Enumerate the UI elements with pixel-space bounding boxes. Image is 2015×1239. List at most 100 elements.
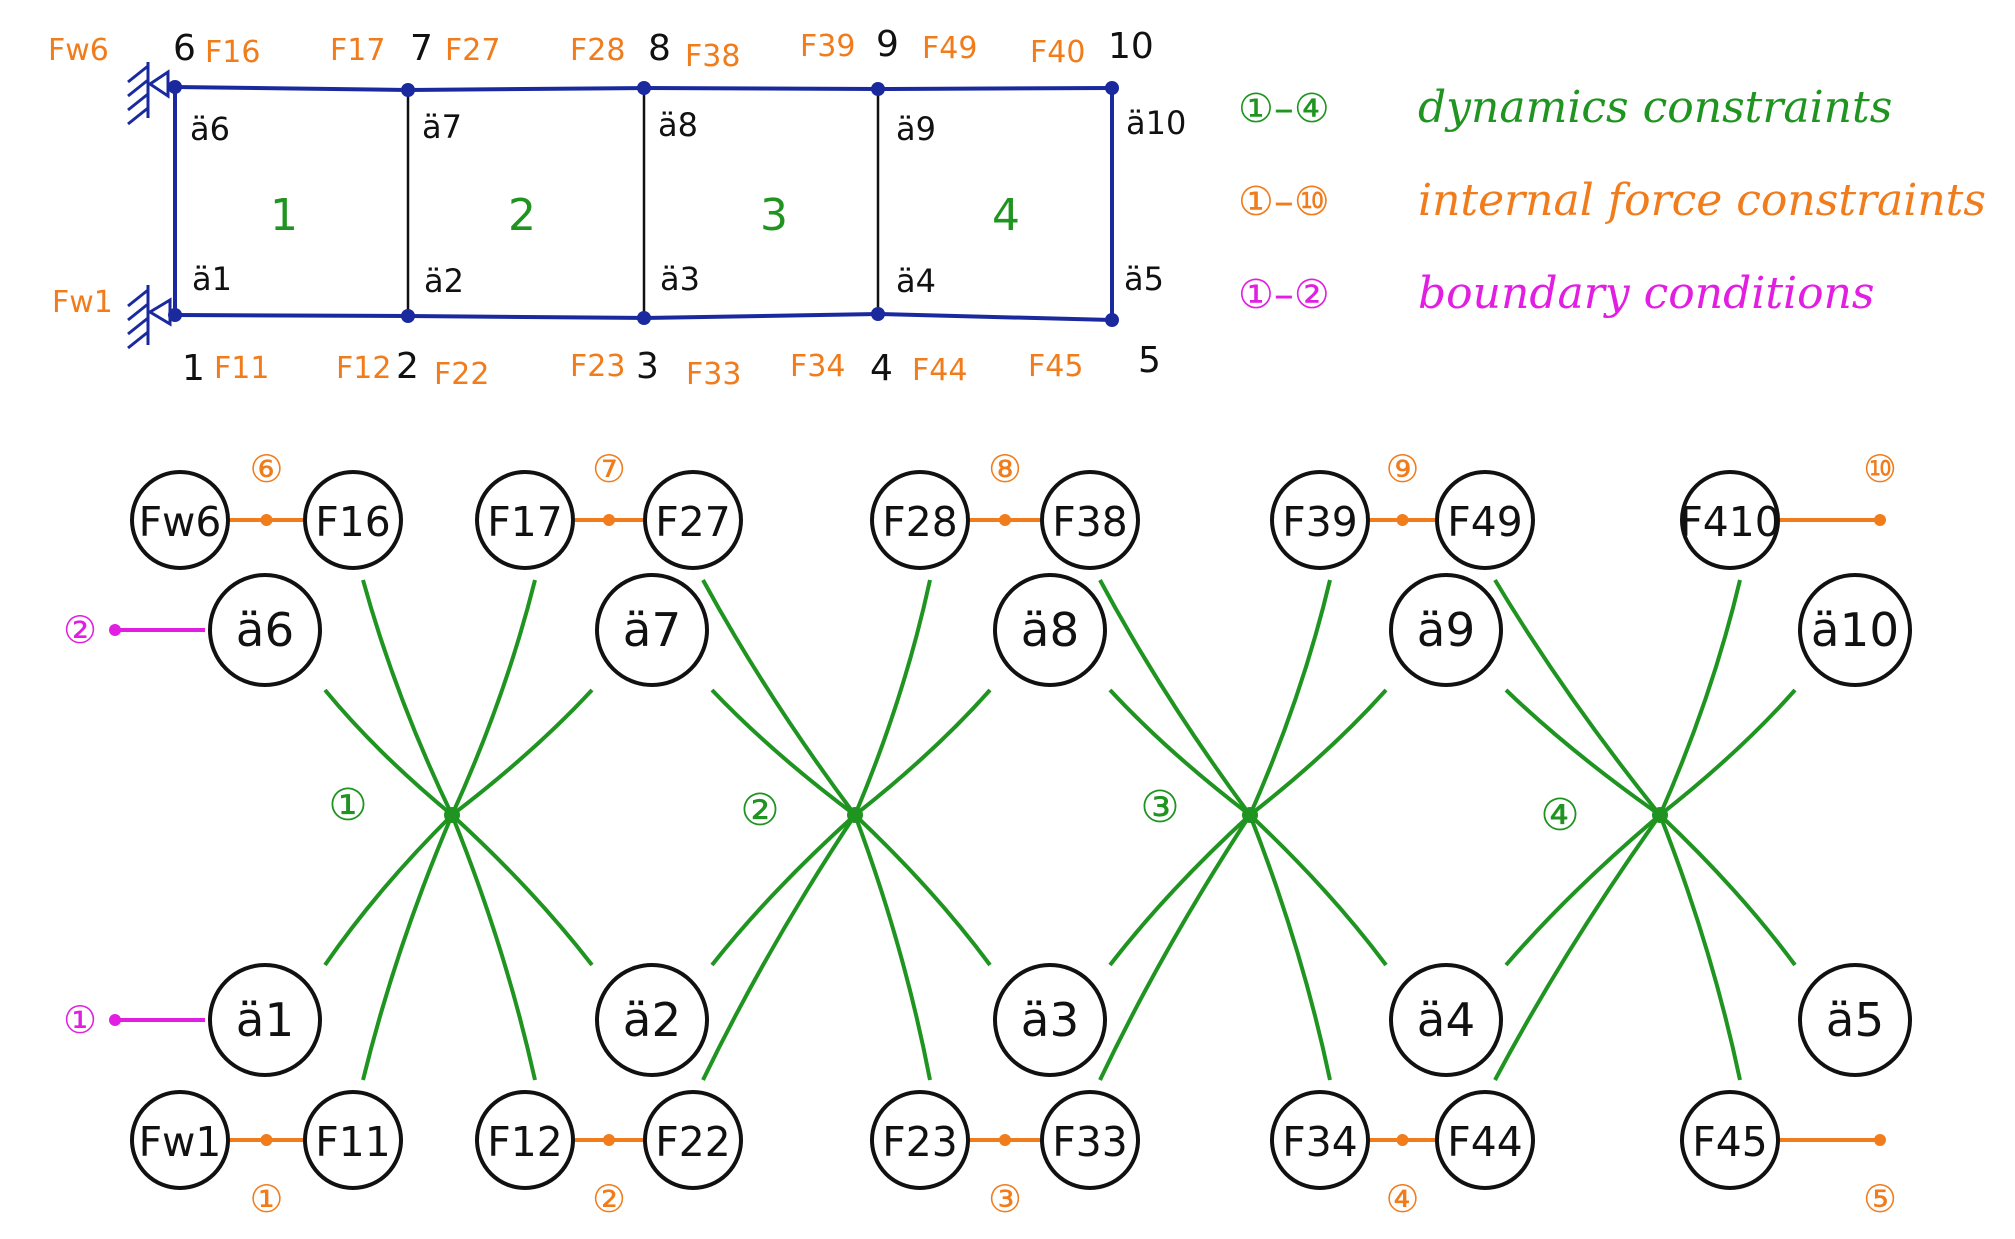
dynamics-edge <box>323 813 454 967</box>
force-variable-node: F34 <box>1270 1090 1370 1190</box>
legend-text: internal force constraints <box>1418 175 1986 226</box>
force-label: F11 <box>214 351 269 386</box>
variable-label: ä1 <box>236 994 294 1048</box>
boundary-condition-label: ② <box>63 608 97 652</box>
boundary-factor-node <box>109 1014 121 1026</box>
force-label: F33 <box>686 357 741 392</box>
dynamics-edge <box>450 579 537 816</box>
dynamics-constraint-label: ④ <box>1540 790 1579 841</box>
accel-variable-node: ä8 <box>993 573 1107 687</box>
dynamics-edge <box>361 579 454 816</box>
variable-label: F38 <box>1052 498 1127 546</box>
legend: ①–④ dynamics constraints ①–⑩ internal fo… <box>1238 82 1986 319</box>
variable-label: ä5 <box>1826 994 1884 1048</box>
dynamics-factor-node <box>1652 807 1668 823</box>
accel-label: ä5 <box>1124 260 1164 298</box>
accel-labels: ä6 ä7 ä8 ä9 ä10 ä1 ä2 ä3 ä4 ä5 <box>190 104 1186 300</box>
force-variable-node: F33 <box>1040 1090 1140 1190</box>
force-label: F28 <box>570 33 625 68</box>
dynamics-edge <box>710 813 857 967</box>
dynamics-edge <box>1248 814 1332 1081</box>
force-factor-node <box>1396 1134 1409 1146</box>
dynamics-factor-node <box>1242 807 1258 823</box>
top-force-labels: Fw6 F16 F17 F27 F28 F38 F39 F49 F40 <box>48 29 1085 74</box>
force-label: F27 <box>445 33 500 68</box>
force-variable-node: F39 <box>1270 470 1370 570</box>
internal-force-constraint-label: ⑥ <box>249 447 283 491</box>
force-variable-node: F38 <box>1040 470 1140 570</box>
variable-label: F28 <box>882 498 957 546</box>
node-number: 9 <box>876 24 899 65</box>
internal-force-constraint-label: ⑨ <box>1385 447 1419 491</box>
dynamics-edge <box>853 688 992 817</box>
internal-force-constraint-label: ③ <box>988 1177 1022 1221</box>
force-factor-node <box>999 514 1011 526</box>
variable-label: ä4 <box>1417 994 1475 1048</box>
cell-label: 1 <box>270 190 298 241</box>
force-label: F39 <box>800 29 855 64</box>
dynamics-edge <box>450 813 594 967</box>
force-variable-node: F28 <box>870 470 970 570</box>
node-number: 7 <box>410 28 433 69</box>
dynamics-edge <box>853 579 932 816</box>
force-variable-node: F45 <box>1680 1090 1780 1190</box>
variable-label: F27 <box>655 498 730 546</box>
legend-text: boundary conditions <box>1418 268 1874 319</box>
legend-dynamics: ①–④ dynamics constraints <box>1238 82 1892 133</box>
force-factor-node <box>603 514 615 526</box>
dynamics-edge <box>1658 814 1742 1081</box>
dynamics-edge <box>853 814 932 1081</box>
dynamics-edge <box>361 814 454 1081</box>
graph-edges <box>109 514 1886 1146</box>
dynamics-edge <box>450 814 537 1081</box>
variable-label: F22 <box>655 1118 730 1166</box>
force-label: F40 <box>1030 35 1085 70</box>
force-variable-node: F44 <box>1435 1090 1535 1190</box>
dynamics-edge <box>701 813 857 1081</box>
force-label: F45 <box>1028 349 1083 384</box>
internal-force-constraint-label: ⑦ <box>592 447 626 491</box>
internal-force-constraint-label: ⑩ <box>1863 447 1897 491</box>
dynamics-edge <box>1248 813 1388 967</box>
legend-key: ①–④ <box>1238 86 1330 132</box>
variable-label: Fw1 <box>139 1118 222 1166</box>
force-variable-node: Fw6 <box>130 470 230 570</box>
force-label: F34 <box>790 349 845 384</box>
variable-label: ä7 <box>623 604 681 658</box>
dynamics-factor-node <box>444 807 460 823</box>
frame-structure: 1 2 3 4 6 7 8 9 10 1 2 3 4 5 ä6 ä7 ä8 ä9… <box>48 24 1186 392</box>
accel-variable-node: ä5 <box>1798 963 1912 1077</box>
cell-labels: 1 2 3 4 <box>270 190 1020 241</box>
variable-label: F45 <box>1692 1118 1767 1166</box>
accel-label: ä1 <box>192 260 232 298</box>
bottom-force-labels: Fw1 F11 F12 F22 F23 F33 F34 F44 F45 <box>52 285 1083 392</box>
cell-label: 4 <box>992 190 1020 241</box>
dynamics-edge <box>853 813 992 967</box>
variable-label: F12 <box>487 1118 562 1166</box>
accel-variable-node: ä7 <box>595 573 709 687</box>
force-label: F22 <box>434 357 489 392</box>
force-variable-node: Fw1 <box>130 1090 230 1190</box>
accel-variable-node: ä3 <box>993 963 1107 1077</box>
legend-key: ①–② <box>1238 272 1330 318</box>
wall-support-top <box>127 62 170 126</box>
force-variable-node: F12 <box>475 1090 575 1190</box>
dynamics-edge <box>1504 688 1662 817</box>
force-variable-node: F17 <box>475 470 575 570</box>
force-label: F44 <box>912 353 967 388</box>
variable-label: ä2 <box>623 994 681 1048</box>
force-variable-node: F22 <box>643 1090 743 1190</box>
dynamics-edge <box>1658 813 1797 967</box>
dynamics-constraint-label: ① <box>328 780 367 831</box>
legend-internal-force: ①–⑩ internal force constraints <box>1238 175 1986 226</box>
accel-label: ä4 <box>896 262 936 300</box>
node-numbers: 6 7 8 9 10 1 2 3 4 5 <box>173 24 1161 389</box>
force-factor-node <box>260 514 273 526</box>
variable-label: ä9 <box>1417 604 1475 658</box>
dynamics-constraint-label: ② <box>740 785 779 836</box>
dynamics-edge <box>710 688 857 817</box>
internal-force-constraint-label: ① <box>249 1177 283 1221</box>
accel-label: ä6 <box>190 110 230 148</box>
